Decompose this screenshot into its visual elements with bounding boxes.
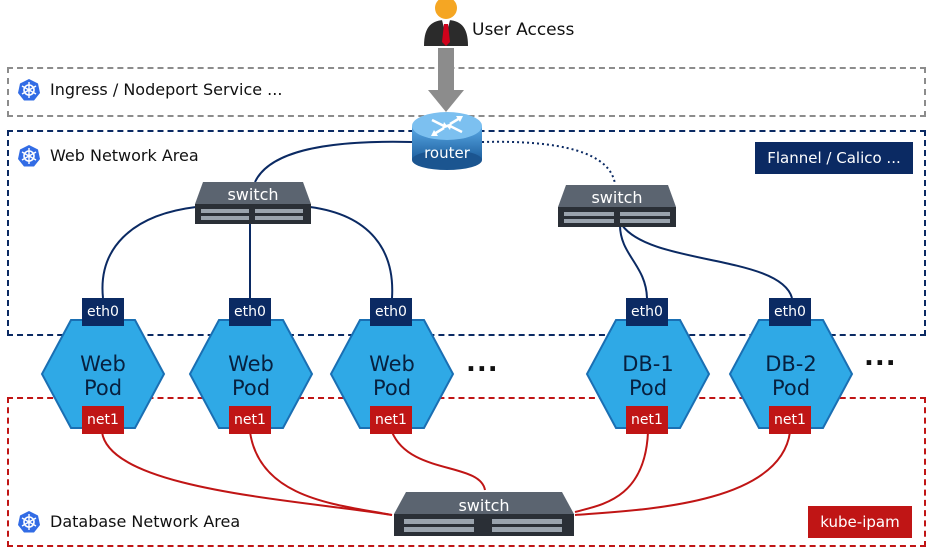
net1-port: net1 [370, 406, 412, 434]
eth0-port: eth0 [769, 298, 811, 326]
web-switch-right: switch [556, 183, 678, 229]
net1-port: net1 [626, 406, 668, 434]
net1-port: net1 [769, 406, 811, 434]
pod-hexagon-icon [40, 319, 166, 429]
eth0-port: eth0 [370, 298, 412, 326]
user-arrow [428, 48, 464, 112]
database-zone-label: Database Network Area [50, 512, 241, 531]
pod-name: Web [80, 352, 126, 376]
pod-type: Pod [372, 376, 412, 400]
user-avatar-icon [424, 0, 468, 46]
pod-hexagon-icon [188, 319, 314, 429]
db-switch-to-pod5-line [621, 224, 793, 299]
switch-label: switch [591, 188, 643, 207]
eth0-port: eth0 [229, 298, 271, 326]
kubernetes-icon [18, 145, 40, 167]
pod-hexagon-icon [585, 319, 711, 429]
kubernetes-icon [18, 79, 40, 101]
web-cni-tag: Flannel / Calico ... [755, 142, 913, 174]
router-icon [412, 112, 482, 170]
pod-name: DB-1 [622, 352, 674, 376]
net1-port: net1 [229, 406, 271, 434]
pod1-to-db-switch-line [101, 431, 393, 516]
more-web-pods-ellipsis: ... [466, 348, 499, 378]
more-db-pods-ellipsis: ... [864, 342, 897, 372]
pod-name: Web [228, 352, 274, 376]
web-switch-to-pod1-line [101, 206, 197, 299]
web-switch-to-pod3-line [309, 206, 394, 299]
pod4-to-db-switch-line [574, 431, 649, 513]
pod-name: Web [369, 352, 415, 376]
ingress-zone-label: Ingress / Nodeport Service ... [50, 80, 283, 99]
pod2-to-db-switch-line [249, 431, 393, 516]
pod-hexagon-icon [329, 319, 455, 429]
database-switch: switch [392, 490, 576, 538]
database-network-zone [7, 397, 926, 547]
pod-type: Pod [628, 376, 668, 400]
database-ipam-tag: kube-ipam [808, 506, 912, 538]
router-label: router [424, 144, 470, 162]
pod-hexagon-icon [728, 319, 854, 429]
pod3-to-db-switch-line [391, 431, 486, 491]
router-to-db-switch-line [481, 140, 616, 185]
eth0-port: eth0 [82, 298, 124, 326]
switch-icon [558, 185, 676, 227]
pod-type: Pod [83, 376, 123, 400]
switch-icon [195, 182, 311, 224]
db-switch-to-pod4-line [619, 224, 648, 299]
eth0-port: eth0 [626, 298, 668, 326]
kubernetes-icon [18, 511, 40, 533]
web-zone-label: Web Network Area [50, 146, 199, 165]
net1-port: net1 [82, 406, 124, 434]
switch-label: switch [458, 496, 510, 515]
router-to-web-switch-line [254, 140, 413, 183]
user-access-label: User Access [472, 20, 575, 40]
pod-type: Pod [231, 376, 271, 400]
pod5-to-db-switch-line [574, 431, 791, 516]
pod-type: Pod [771, 376, 811, 400]
pod-name: DB-2 [765, 352, 817, 376]
switch-label: switch [227, 185, 279, 204]
switch-icon [394, 492, 574, 536]
router: router [410, 110, 484, 172]
web-switch-left: switch [193, 180, 313, 226]
